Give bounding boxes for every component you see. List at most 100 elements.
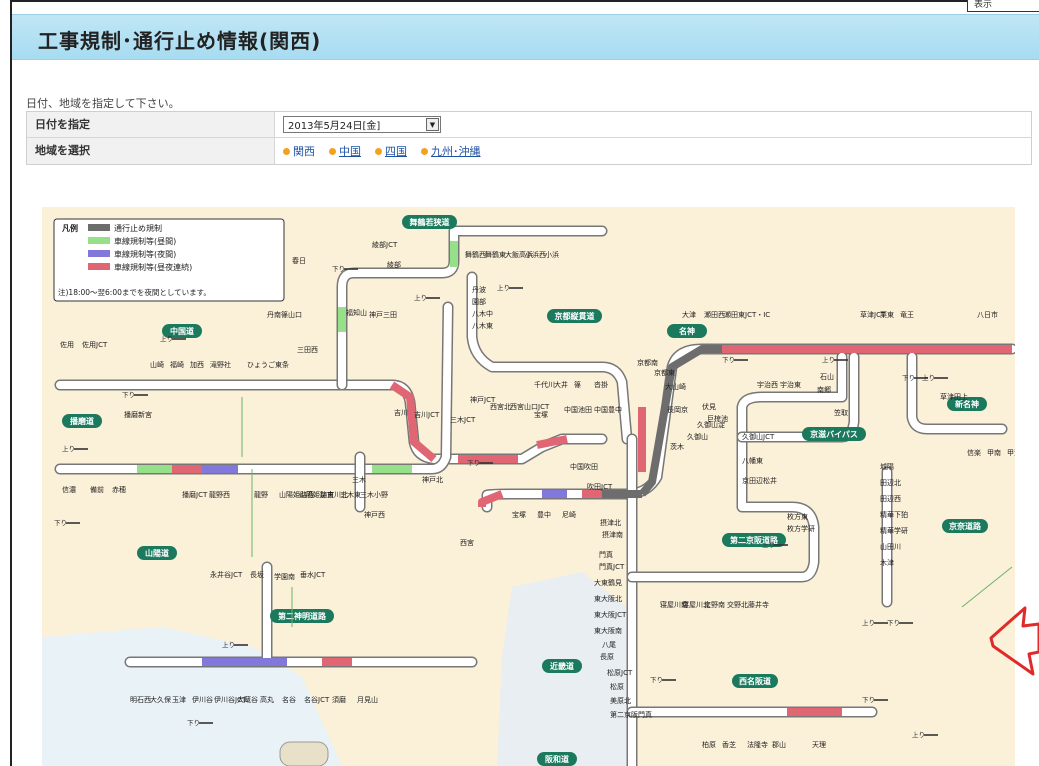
place-label: 学園南: [274, 572, 295, 581]
direction-label: 下り: [722, 356, 735, 364]
direction-label: 上り: [414, 293, 427, 302]
place-label: 京都南: [637, 358, 658, 367]
route-badge-label: 西名阪道: [739, 676, 771, 686]
place-label: 大津: [682, 310, 696, 319]
place-label: 綾部JCT: [372, 240, 398, 249]
route-badge-label: 阪和道: [545, 754, 569, 764]
route-badge-label: 第二京阪道路: [730, 535, 779, 545]
region-options: 関西 中国 四国 九州･沖縄: [275, 138, 1031, 164]
place-label: 大山崎: [665, 382, 686, 391]
place-label: 藤井寺: [748, 600, 769, 609]
place-label: 寝屋川北: [682, 600, 710, 609]
route-badge: [802, 427, 866, 441]
place-label: 丹波: [472, 285, 486, 294]
route-map[interactable]: 凡例通行止め規制車線規制等(昼間)車線規制等(夜間)車線規制等(昼夜連続)注)1…: [42, 207, 1015, 766]
place-label: 瀬田西: [704, 310, 725, 319]
place-label: 福知山: [346, 308, 367, 317]
island-shape: [279, 741, 329, 766]
place-label: 石山: [820, 372, 834, 381]
place-label: 大蔵谷: [237, 695, 258, 704]
place-label: 長原: [600, 653, 614, 661]
place-label: 三田西: [297, 346, 318, 354]
region-option-kansai[interactable]: 関西: [283, 143, 315, 159]
place-label: 月見山: [357, 695, 378, 704]
route-badge-label: 舞鶴若狭道: [409, 217, 450, 227]
place-label: 第二京阪門真: [610, 710, 652, 719]
place-label: 西宮山口JCT: [510, 402, 550, 411]
place-label: 南郷: [817, 385, 831, 394]
region-option-shikoku[interactable]: 四国: [375, 143, 407, 159]
place-label: 宝塚: [512, 510, 526, 519]
filter-form: 日付を指定 2013年5月24日[金] ▼ 地域を選択 関西 中国: [26, 111, 1032, 165]
place-label: 草津JCT: [860, 310, 886, 319]
region-option-chugoku[interactable]: 中国: [329, 143, 361, 159]
date-value-cell: 2013年5月24日[金] ▼: [275, 112, 1031, 137]
place-label: 木津: [880, 558, 894, 567]
closure-segment-meishin: [638, 345, 742, 497]
route-badge: [667, 324, 707, 338]
place-label: 山陽姫路東: [299, 490, 334, 499]
place-label: 園部: [472, 297, 486, 306]
legend-swatch: [88, 237, 110, 244]
route-badge-label: 京滋バイパス: [810, 429, 858, 439]
place-label: 茨木: [670, 442, 684, 451]
dropdown-arrow-icon[interactable]: ▼: [426, 118, 439, 131]
place-label: 西宮: [460, 538, 474, 547]
place-label: 信楽: [967, 448, 981, 457]
direction-label: 下り: [887, 619, 900, 627]
place-label: 神戸北: [422, 475, 443, 484]
place-label: 久御山淀: [697, 420, 725, 429]
place-label: 東大阪JCT: [594, 610, 627, 619]
place-label: 西宮北: [490, 402, 511, 411]
corner-tab[interactable]: 表示: [967, 0, 1039, 12]
place-label: 尼崎: [562, 510, 576, 519]
place-label: 城陽: [880, 462, 894, 471]
place-label: 大東鶴見: [594, 578, 622, 587]
place-label: 法隆寺: [747, 740, 768, 749]
place-label: 大井: [554, 380, 568, 389]
place-label: 赤穂: [112, 485, 126, 494]
place-label: 美原北: [610, 696, 631, 705]
place-label: 三木東: [340, 490, 361, 499]
region-option-kyushu[interactable]: 九州･沖縄: [421, 143, 481, 159]
place-label: 玉津: [172, 696, 186, 704]
place-label: 竜王: [900, 310, 914, 319]
place-label: 中国豊中: [594, 405, 622, 414]
direction-label: 下り: [122, 391, 135, 399]
bullet-icon: [329, 147, 336, 155]
place-label: 八木中: [472, 309, 493, 318]
region-option-label: 関西: [293, 145, 315, 158]
place-label: 伊川谷JCT: [214, 695, 247, 704]
place-label: 永井谷JCT: [210, 570, 243, 579]
direction-label: 上り: [497, 283, 510, 292]
place-label: 豊中: [537, 510, 551, 519]
place-label: 門真JCT: [599, 562, 625, 571]
legend-swatch: [88, 263, 110, 270]
place-label: 名谷JCT: [304, 695, 330, 704]
place-label: 山崎: [150, 360, 164, 369]
bullet-icon: [421, 147, 428, 155]
place-label: 宝塚: [534, 410, 548, 419]
route-badge: [547, 309, 602, 323]
place-label: 香芝: [722, 740, 736, 749]
place-label: 吹田JCT: [587, 482, 613, 491]
place-label: 高丸: [260, 695, 274, 704]
place-label: 精華下狛: [880, 510, 908, 519]
direction-label: 上り: [862, 618, 875, 627]
bullet-icon: [375, 147, 382, 155]
place-label: 三木: [352, 475, 366, 484]
place-label: 滝野社: [210, 360, 231, 369]
place-label: 丹南篠山口: [267, 310, 302, 319]
place-label: 舞鶴西: [465, 250, 486, 259]
local-roads: [241, 397, 1013, 627]
place-label: 大飯高浜: [505, 250, 533, 259]
route-badge: [942, 519, 988, 533]
frame-left-border: [10, 0, 12, 766]
place-label: 加西: [190, 360, 204, 369]
shin-meishin-expressway: [908, 353, 1006, 433]
date-select[interactable]: 2013年5月24日[金] ▼: [283, 116, 441, 133]
place-label: 田辺北: [880, 479, 901, 487]
place-label: 沓掛: [594, 380, 608, 389]
place-label: 笠取: [834, 408, 848, 417]
legend-item-label: 通行止め規制: [114, 223, 162, 233]
